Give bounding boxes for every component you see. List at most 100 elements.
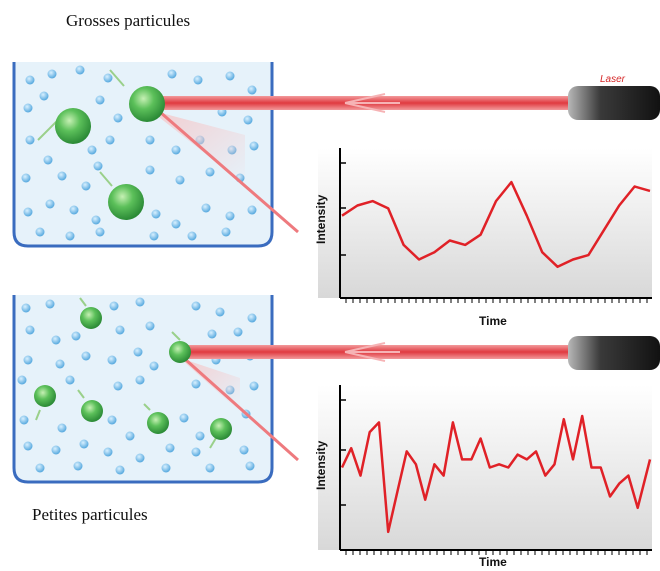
solvent-molecule <box>225 211 235 221</box>
solvent-molecule <box>21 303 31 313</box>
solvent-molecule <box>73 461 83 471</box>
solvent-molecule <box>233 327 243 337</box>
solvent-molecule <box>113 113 123 123</box>
solvent-molecule <box>107 355 117 365</box>
particle-small <box>34 385 56 407</box>
small-particles <box>34 297 232 449</box>
solvent-molecule <box>55 359 65 369</box>
solvent-molecule <box>25 325 35 335</box>
solvent-molecule <box>175 175 185 185</box>
solvent-molecule <box>43 155 53 165</box>
x-axis-label: Time <box>479 314 507 328</box>
solvent-molecule <box>57 171 67 181</box>
intensity-trace-small <box>340 414 652 534</box>
solvent-molecule <box>71 331 81 341</box>
solvent-molecule <box>65 375 75 385</box>
solvent-molecule <box>81 351 91 361</box>
y-axis-label: Intensity <box>314 194 328 244</box>
arrow-icon <box>344 93 386 113</box>
solvent-molecule <box>193 75 203 85</box>
solvent-molecule <box>79 439 89 449</box>
solvent-molecule <box>23 355 33 365</box>
scattered-ray-large <box>159 110 299 234</box>
solvent-molecule <box>151 209 161 219</box>
solvent-molecule <box>23 207 33 217</box>
intensity-trace-large <box>341 180 651 269</box>
solvent-molecule <box>145 165 155 175</box>
solvent-molecule <box>25 135 35 145</box>
particle-small <box>81 400 103 422</box>
laser-device-large <box>568 86 660 120</box>
particle-large <box>129 86 165 122</box>
solvent-molecule <box>19 415 29 425</box>
particle-small <box>147 412 169 434</box>
particle-small <box>169 341 191 363</box>
solvent-molecule <box>249 381 259 391</box>
intensity-graph-large: Intensity Time <box>314 148 652 328</box>
solvent-molecule <box>21 173 31 183</box>
solvent-molecule <box>65 231 75 241</box>
solvent-molecule <box>91 215 101 225</box>
solvent-molecule <box>103 73 113 83</box>
solvent-molecule <box>109 301 119 311</box>
solvent-molecule <box>47 69 57 79</box>
laser-device-small <box>568 336 660 370</box>
solvent-molecule <box>51 335 61 345</box>
solvent-molecule <box>135 453 145 463</box>
solvent-molecule <box>115 465 125 475</box>
solvent-molecule <box>191 379 201 389</box>
solvent-molecule <box>23 441 33 451</box>
scatter-cone-small <box>180 358 240 412</box>
solvent-molecule <box>45 199 55 209</box>
solvent-molecule <box>171 219 181 229</box>
solvent-molecule <box>93 161 103 171</box>
particle-large <box>108 184 144 220</box>
solvent-molecule <box>75 65 85 75</box>
solvent-molecule <box>161 463 171 473</box>
solvent-molecule <box>215 307 225 317</box>
solvent-molecule <box>145 135 155 145</box>
particle-small <box>210 418 232 440</box>
solvent-molecule <box>247 313 257 323</box>
solvent-molecule <box>107 415 117 425</box>
solvent-molecule <box>205 463 215 473</box>
solvent-molecule <box>205 167 215 177</box>
intensity-graph-small: Intensity Time <box>314 385 652 569</box>
large-particles <box>37 69 165 220</box>
solvent-molecule <box>201 203 211 213</box>
solvent-molecule <box>35 227 45 237</box>
solvent-molecule <box>39 91 49 101</box>
solvent-molecule <box>95 95 105 105</box>
cuvette-small <box>12 295 274 484</box>
caption-large-particles: Grosses particules <box>66 11 191 30</box>
solvent-molecule <box>195 431 205 441</box>
solvent-molecule <box>171 145 181 155</box>
solvent-molecule <box>247 85 257 95</box>
solvent-molecule <box>95 227 105 237</box>
solvent-molecule <box>115 325 125 335</box>
solvent-molecule <box>243 115 253 125</box>
solvent-molecule <box>135 297 145 307</box>
solvent-molecule <box>125 431 135 441</box>
solvent-molecule <box>113 381 123 391</box>
solvent-molecule <box>57 423 67 433</box>
solvent-molecule <box>87 145 97 155</box>
solvent-molecule <box>249 141 259 151</box>
x-axis-label: Time <box>479 555 507 569</box>
solvent-molecule <box>35 463 45 473</box>
solvent-molecule <box>207 329 217 339</box>
caption-small-particles: Petites particules <box>32 505 148 524</box>
solvent-molecule <box>145 321 155 331</box>
solvent-molecule <box>23 103 33 113</box>
solvent-molecule <box>191 447 201 457</box>
solvent-molecule <box>81 181 91 191</box>
solvent-molecule <box>17 375 27 385</box>
solvent-molecule <box>221 227 231 237</box>
solvent-molecule <box>149 361 159 371</box>
solvent-molecule <box>247 205 257 215</box>
solvent-molecule <box>105 135 115 145</box>
arrow-icon <box>344 342 386 362</box>
solvent-molecule <box>25 75 35 85</box>
solvent-molecule <box>167 69 177 79</box>
